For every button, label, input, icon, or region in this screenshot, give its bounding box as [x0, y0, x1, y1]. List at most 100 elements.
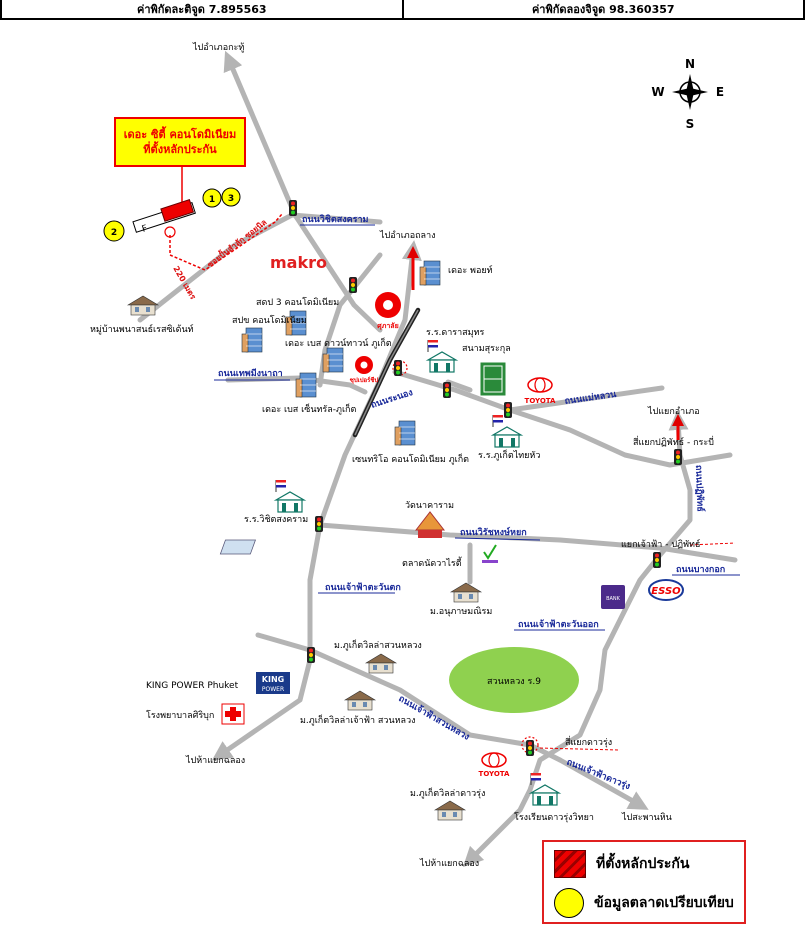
- road-label-muang-ngan: ถนนเทพมีงนาถา: [214, 368, 290, 381]
- svg-text:W: W: [651, 85, 664, 99]
- svg-text:1: 1: [209, 195, 215, 205]
- traffic-light-icon: [674, 449, 682, 465]
- svg-text:ESSO: ESSO: [651, 586, 681, 597]
- collateral-name: เดอะ ซิตี้ คอนโดมิเนียม: [123, 128, 237, 141]
- road-label-wirat: ถนนวิรัชหงษ์หยก: [454, 526, 541, 541]
- legend-row-comparable: ข้อมูลตลาดเปรียบเทียบ: [554, 888, 734, 918]
- label-village: หมู่บ้านพนาสนธ์เรสซิเด้นท์: [90, 323, 194, 335]
- legend-comparable-text: ข้อมูลตลาดเปรียบเทียบ: [594, 895, 734, 911]
- label-villa-suan: ม.ภูเก็ตวิลล่าสวนหลวง: [334, 638, 422, 651]
- legend-collateral-text: ที่ตั้งหลักประกัน: [596, 856, 690, 872]
- label-school-nursing: ม.อนุภาษมณิรม: [430, 606, 492, 617]
- label-saphan: แยกเจ้าฟ้า - ปฏิพัทธ์: [621, 538, 700, 550]
- comparable-marker-3: 3: [221, 187, 241, 207]
- house-icon: [127, 295, 159, 316]
- compass-rose: N S W E: [651, 57, 724, 131]
- traffic-light-icon: [526, 740, 534, 756]
- access-route: [169, 213, 283, 271]
- label-wat: วัดนาคาราม: [405, 501, 454, 511]
- svg-text:ถนนบางกอก: ถนนบางกอก: [676, 565, 725, 575]
- label-villa-dao: ม.ภูเก็ตวิลล่าดาวรุ่ง: [410, 786, 485, 799]
- label-to-airport: ไปแยกอำเภอ: [647, 406, 700, 417]
- esso-logo: ESSO: [648, 579, 684, 601]
- traffic-light-icon: [315, 516, 323, 532]
- label-to-saphan-hin: ไปสะพานหิน: [621, 812, 672, 823]
- collateral-label: ที่ตั้งหลักประกัน: [143, 143, 217, 156]
- svg-text:ถนนเจ้าฟ้าตะวันออก: ถนนเจ้าฟ้าตะวันออก: [518, 619, 599, 630]
- school-icon: [275, 479, 305, 513]
- distance-label: 220 เมตร: [171, 265, 198, 302]
- label-the-point: เดอะ พอยท์: [448, 264, 493, 276]
- svg-text:สวนหลวง ร.9: สวนหลวง ร.9: [487, 677, 541, 687]
- label-to-chalong2: ไปห้าแยกฉลอง: [419, 858, 479, 869]
- traffic-light-icon: [443, 382, 451, 398]
- svg-text:3: 3: [228, 194, 234, 204]
- collateral-swatch-icon: [554, 850, 586, 878]
- legend-row-collateral: ที่ตั้งหลักประกัน: [554, 850, 689, 878]
- school-icon: [492, 414, 522, 448]
- label-muang: ไปอำเภอถลาง: [379, 230, 436, 241]
- house-icon: [344, 690, 376, 711]
- checkmark-logo: [482, 544, 498, 563]
- svg-text:N: N: [685, 57, 695, 71]
- road-label-chaofa-east: ถนนเจ้าฟ้าตะวันออก: [514, 619, 605, 631]
- hospital-cross-icon: [221, 703, 245, 725]
- traffic-light-icon: [307, 647, 315, 663]
- traffic-light-icon: [289, 200, 297, 216]
- label-hospital: โรงพยาบาลศิริบุก: [146, 710, 214, 721]
- label-phuket-tech: ร.ร.ภูเก็ตไทยหัว: [478, 448, 540, 461]
- bank-logo: BANK: [601, 585, 625, 609]
- school-icon: [427, 339, 457, 373]
- label-base-town: เดอะ เบส ดาวน์ทาวน์ ภูเก็ต: [285, 336, 392, 349]
- road-label-phattana: ถนนปฏิพัทธ์: [693, 465, 707, 512]
- label-centrio: เซนทริโอ คอนโดมิเนียม ภูเก็ต: [352, 452, 469, 465]
- svg-text:POWER: POWER: [262, 686, 284, 693]
- traffic-light-icon: [394, 360, 402, 376]
- road-label-chaofa-west: ถนนเจ้าฟ้าตะวันตก: [318, 582, 401, 594]
- svg-text:2: 2: [111, 228, 117, 238]
- label-dao-rung: สี่แยกดาวรุ่ง: [565, 735, 612, 748]
- condo-building-icon: [394, 420, 416, 446]
- comparable-swatch-icon: [554, 888, 584, 918]
- map-legend: ที่ตั้งหลักประกัน ข้อมูลตลาดเปรียบเทียบ: [542, 840, 746, 924]
- latitude-text: ค่าพิกัดละติจูด 7.895563: [136, 3, 267, 16]
- svg-text:F: F: [141, 224, 149, 235]
- label-to-chalong1: ไปห้าแยกฉลอง: [185, 755, 245, 766]
- traffic-light-icon: [349, 277, 357, 293]
- condo-building-icon: [419, 260, 441, 286]
- label-wichit-school: ร.ร.วิชิตสงคราม: [244, 514, 308, 525]
- label-sagwan: ร.ร.ดาราสมุทร: [426, 328, 485, 338]
- road-label-mae-luan: ถนนแม่หลวน: [564, 389, 618, 407]
- house-icon: [365, 653, 397, 674]
- label-sam-yaek: สี่แยกปฏิพัทธ์ - กระบี่: [633, 435, 714, 448]
- svg-text:TOYOTA: TOYOTA: [525, 397, 556, 405]
- market-icon: [219, 539, 257, 555]
- label-stadium: สนามสุระกุล: [462, 344, 511, 354]
- road-label-wichit: ถนนวิชิตสงคราม: [300, 214, 375, 226]
- condo-building-icon: [241, 327, 263, 353]
- traffic-light-icon: [504, 402, 512, 418]
- label-market: ตลาดนัดวาไรตี้: [402, 556, 463, 569]
- svg-text:ถนนเทพมีงนาถา: ถนนเทพมีงนาถา: [218, 368, 283, 379]
- road-label-chaofa-dao: ถนนเจ้าฟ้าดาวรุ่ง: [565, 757, 632, 793]
- label-king-power: KING POWER Phuket: [146, 681, 239, 691]
- svg-text:ซุปเปอร์ชีป: ซุปเปอร์ชีป: [350, 376, 379, 384]
- house-icon: [434, 800, 466, 821]
- collateral-callout: เดอะ ซิตี้ คอนโดมิเนียม ที่ตั้งหลักประกั…: [114, 117, 246, 167]
- svg-text:ถนนวิชิตสงคราม: ถนนวิชิตสงคราม: [302, 214, 369, 225]
- makro-logo: makro: [270, 253, 327, 272]
- svg-text:TOYOTA: TOYOTA: [479, 770, 510, 778]
- svg-text:ศุภาลัย: ศุภาลัย: [377, 322, 398, 330]
- svg-text:ถนนเจ้าฟ้าตะวันตก: ถนนเจ้าฟ้าตะวันตก: [325, 582, 401, 593]
- svg-text:E: E: [716, 85, 724, 99]
- label-base-central: เดอะ เบส เซ็นทรัล-ภูเก็ต: [262, 402, 356, 415]
- label-dao-school: โรงเรียนดาวรุ่งวิทยา: [514, 812, 594, 823]
- toyota-logo: TOYOTA: [479, 752, 510, 778]
- stadium-icon: [479, 361, 507, 397]
- comparable-marker-2: 2: [103, 220, 125, 242]
- svg-text:BANK: BANK: [606, 596, 621, 602]
- collateral-marker: F: [132, 167, 196, 235]
- svg-text:S: S: [686, 117, 695, 131]
- traffic-light-icon: [653, 552, 661, 568]
